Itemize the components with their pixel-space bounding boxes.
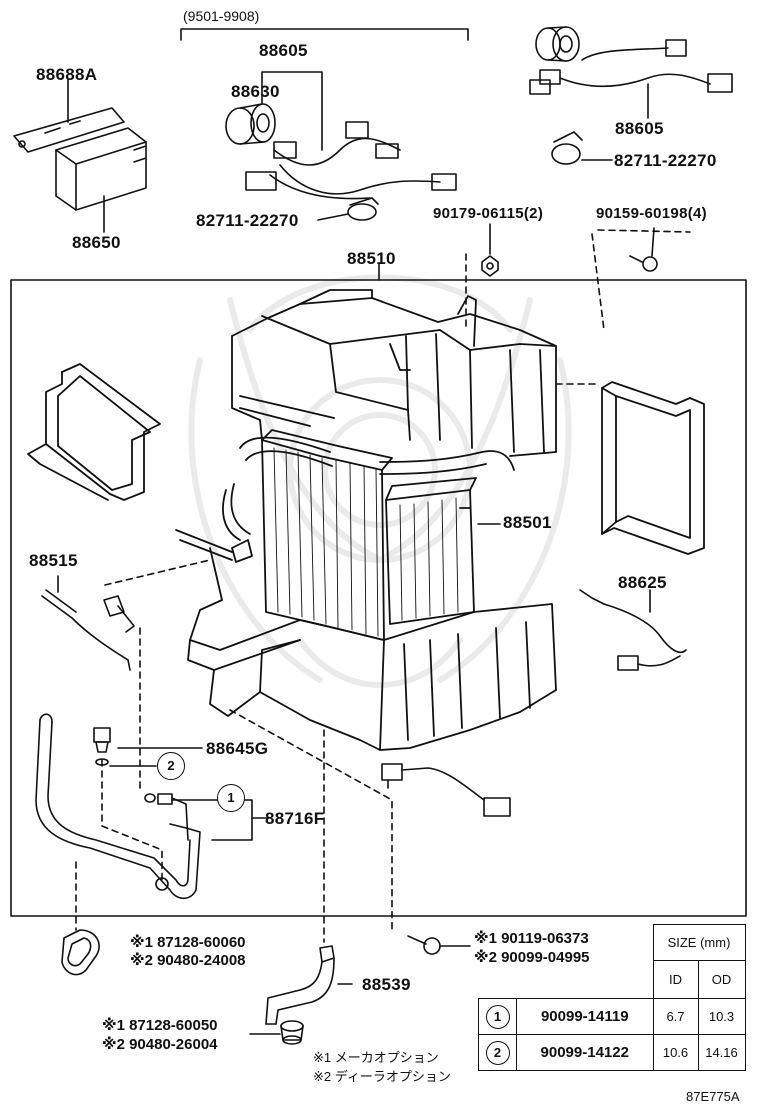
size-row-2-id: 10.6 (652, 1034, 699, 1071)
drain-hose-88539 (265, 945, 353, 1025)
size-table: SIZE (mm) ID OD 1 90099-14119 6.7 10.3 2… (478, 924, 746, 1071)
size-row-2: 2 90099-14122 10.6 14.16 (478, 1034, 746, 1071)
part-88539-label[interactable]: 88539 (362, 975, 411, 994)
part-88716F-label[interactable]: 88716F (265, 809, 325, 828)
figure-code: 87E775A (686, 1089, 740, 1104)
part-82711-left-label[interactable]: 82711-22270 (196, 211, 299, 230)
harness-88605-right (529, 26, 733, 95)
size-table-title: SIZE (mm) (652, 924, 746, 961)
thermistor-88515 (41, 589, 135, 671)
size-row-2-od: 14.16 (697, 1034, 746, 1071)
leader-82711-left (317, 213, 349, 221)
note-90119-06373[interactable]: ※1 90119-06373 (474, 930, 589, 947)
size-col-id: ID (652, 960, 699, 999)
screw-90159 (629, 227, 658, 272)
bolt-90119 (407, 935, 471, 955)
grommet-87128-60060 (61, 929, 100, 976)
part-88515-label[interactable]: 88515 (29, 551, 78, 570)
size-row-1-id: 6.7 (652, 998, 699, 1035)
switch-88645G (93, 727, 111, 766)
size-col-od: OD (697, 960, 746, 999)
leader-88605-top (261, 71, 323, 151)
assembly-frame-88510 (10, 279, 747, 917)
part-90179-label[interactable]: 90179-06115(2) (433, 205, 544, 222)
part-88688A-label[interactable]: 88688A (36, 65, 98, 84)
note-90480-26004[interactable]: ※2 90480-26004 (102, 1036, 218, 1053)
part-88645G-label[interactable]: 88645G (206, 739, 269, 758)
callout-2: 2 (157, 752, 185, 780)
size-row-1: 1 90099-14119 6.7 10.3 (478, 998, 746, 1035)
size-row-2-part[interactable]: 90099-14122 (516, 1034, 654, 1071)
unit-case (175, 289, 557, 751)
part-88605-top-label[interactable]: 88605 (259, 41, 308, 60)
pipe-88716F (35, 713, 201, 900)
part-88625-label[interactable]: 88625 (618, 573, 667, 592)
part-88605-right-label[interactable]: 88605 (615, 119, 664, 138)
clamp-82711-right (551, 131, 583, 165)
part-88630-label[interactable]: 88630 (231, 82, 280, 101)
filter-frame-left (27, 363, 161, 501)
date-range-label: (9501-9908) (183, 8, 260, 24)
leader-88645G (109, 747, 203, 767)
lower-harness (381, 763, 511, 817)
legend-dealer-option: ※2 ディーラオプション (313, 1069, 451, 1084)
sensor-88625 (579, 589, 687, 671)
note-90480-24008[interactable]: ※2 90480-24008 (130, 952, 246, 969)
size-row-1-part[interactable]: 90099-14119 (516, 998, 654, 1035)
size-row-1-od: 10.3 (697, 998, 746, 1035)
legend-maker-option: ※1 メーカオプション (313, 1050, 439, 1065)
bracket-plate-88688A (13, 107, 125, 153)
drain-plug (249, 1020, 304, 1045)
part-88501-label[interactable]: 88501 (503, 513, 552, 532)
callout-1: 1 (217, 784, 245, 812)
watermark-emblem (188, 274, 572, 688)
nut-90179 (481, 223, 499, 277)
clamp-82711-left (347, 197, 379, 221)
date-bracket (180, 28, 469, 41)
dashed-guides (75, 229, 691, 943)
part-88650-label[interactable]: 88650 (72, 233, 121, 252)
note-90099-04995[interactable]: ※2 90099-04995 (474, 949, 590, 966)
note-87128-60050[interactable]: ※1 87128-60050 (102, 1017, 218, 1034)
size-row-1-ref: 1 (485, 1004, 510, 1029)
resistor-88630 (225, 103, 276, 145)
ecu-box-88650 (55, 127, 147, 211)
harness-88605-left (245, 121, 457, 200)
part-90159-label[interactable]: 90159-60198(4) (596, 205, 707, 222)
part-88510-label[interactable]: 88510 (347, 249, 396, 268)
note-87128-60060[interactable]: ※1 87128-60060 (130, 934, 246, 951)
size-row-2-ref: 2 (485, 1040, 510, 1065)
filter-frame-right (601, 381, 705, 555)
part-82711-right-label[interactable]: 82711-22270 (614, 151, 717, 170)
